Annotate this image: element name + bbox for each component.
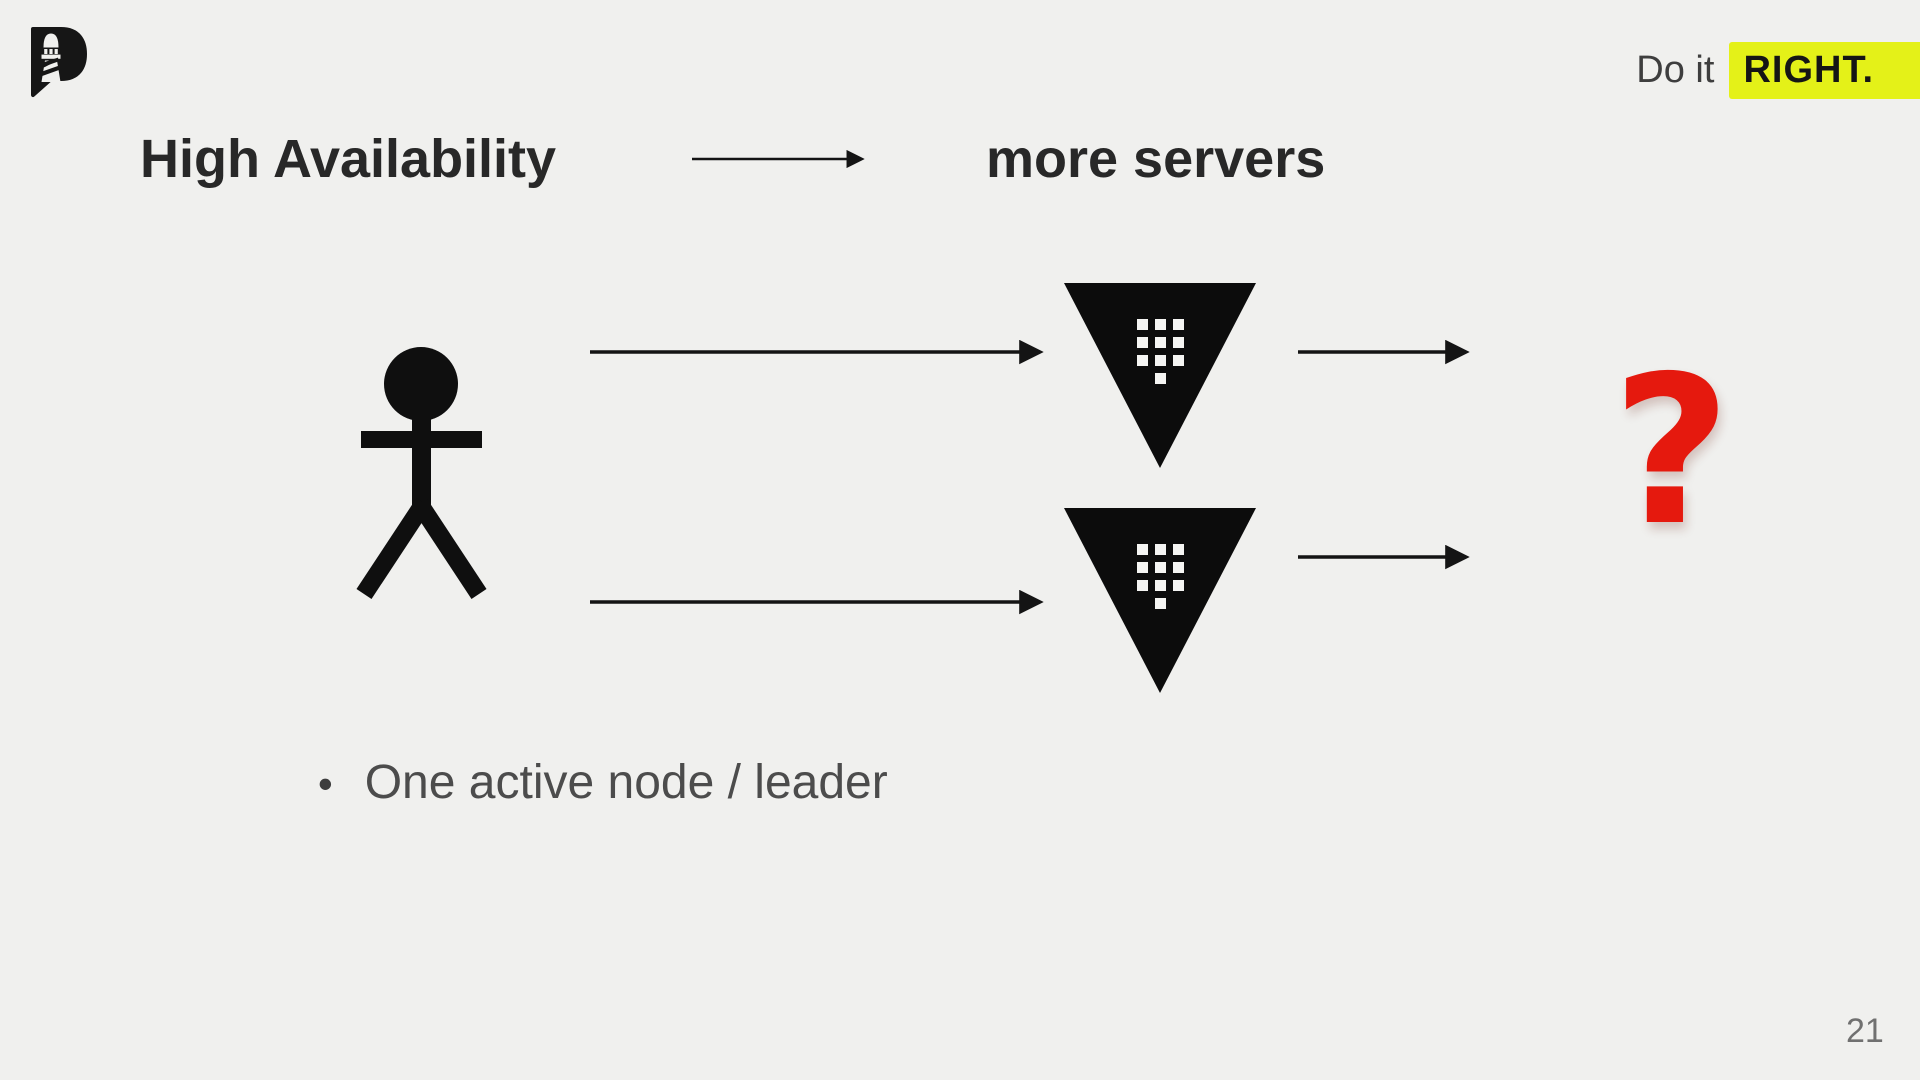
keypad-grid-icon — [1137, 319, 1184, 384]
tagline: Do it RIGHT. — [1636, 42, 1920, 99]
tagline-highlight: RIGHT. — [1729, 42, 1920, 99]
keypad-grid-icon — [1137, 544, 1184, 609]
tagline-prefix: Do it — [1636, 49, 1715, 91]
title-more-servers: more servers — [986, 129, 1326, 189]
stick-figure-person-icon — [356, 347, 487, 599]
bullet-text: One active node / leader — [364, 756, 888, 809]
title-high-availability: High Availability — [140, 129, 557, 189]
question-mark: ? — [1612, 333, 1731, 571]
title-right-arrow-icon — [692, 149, 865, 169]
list-item: • One active node / leader — [318, 752, 888, 814]
server-triangle-icon-2 — [1064, 508, 1256, 693]
bullet-list: • One active node / leader — [318, 752, 888, 814]
server-triangle-icon-1 — [1064, 283, 1256, 468]
p-lighthouse-logo-icon — [31, 27, 87, 97]
bullet-dot: • — [318, 760, 333, 807]
page-number: 21 — [1846, 1012, 1884, 1050]
